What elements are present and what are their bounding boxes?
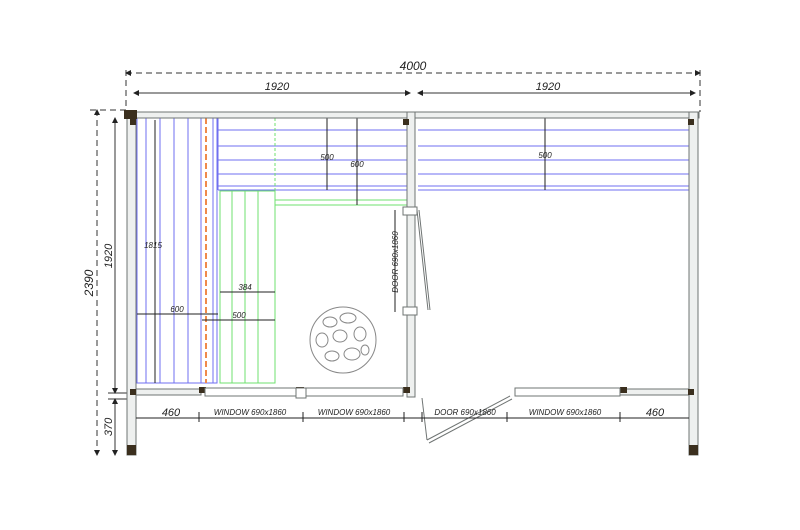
overall-width-dimension: 4000 [125, 59, 701, 112]
overall-width-label: 4000 [400, 59, 427, 73]
depth-dimensions: 2390 1920 370 [82, 109, 130, 456]
side-bench-blue [136, 117, 218, 384]
inner-door[interactable] [402, 206, 431, 316]
front-windows [204, 387, 621, 399]
bench-upper-outer-label: 600 [350, 160, 364, 169]
front-dimension-line [136, 412, 689, 422]
bench-lower-width-label: 500 [232, 311, 246, 320]
bench-dimensions [137, 118, 546, 383]
bench-side-length-label: 1815 [144, 241, 162, 250]
right-room-bench [418, 129, 690, 191]
bench-lower-step-label: 384 [238, 283, 252, 292]
bench-upper-left-label: 500 [320, 153, 334, 162]
corner-posts [124, 110, 698, 455]
stone-heater-icon [309, 306, 377, 374]
lower-bench-green [219, 118, 408, 384]
front-door[interactable] [421, 395, 513, 444]
bench-side-width-label: 600 [170, 305, 184, 314]
porch-depth-label: 370 [103, 417, 115, 436]
window-2-label: WINDOW 690x1860 [318, 408, 391, 417]
top-bench-left [217, 118, 408, 191]
right-room-width-label: 1920 [536, 81, 561, 93]
window-3-label: WINDOW 690x1860 [529, 408, 602, 417]
left-room-width-label: 1920 [265, 81, 290, 93]
inner-door-label: DOOR 690x1860 [391, 231, 400, 293]
front-left-post-label: 460 [162, 407, 181, 419]
front-door-label: DOOR 690x1860 [434, 408, 496, 417]
room-depth-label: 1920 [103, 243, 115, 268]
overall-depth-label: 2390 [82, 269, 96, 297]
room-width-dimensions: 1920 1920 [133, 81, 696, 96]
bench-upper-right-label: 500 [538, 151, 552, 160]
window-1-label: WINDOW 690x1860 [214, 408, 287, 417]
front-right-post-label: 460 [646, 407, 665, 419]
